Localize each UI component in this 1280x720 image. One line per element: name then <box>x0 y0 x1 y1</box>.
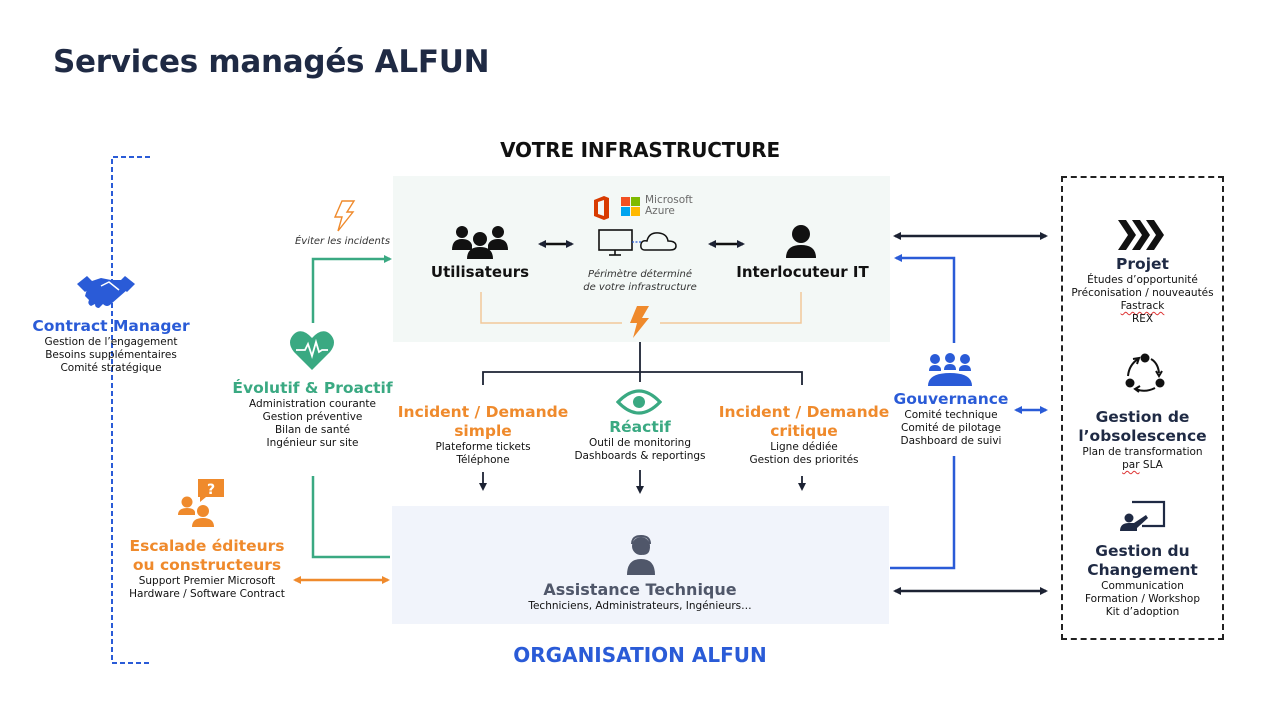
perimeter-note: Périmètre déterminé de votre infrastruct… <box>560 268 720 294</box>
headset-agent-icon <box>625 534 657 575</box>
governance-up-arrow <box>894 254 956 343</box>
project-line: REX <box>1131 313 1154 325</box>
escalation-line: Support Premier Microsoft <box>138 575 276 587</box>
change-line: Formation / Workshop <box>1084 593 1200 605</box>
office-logo-icon <box>591 196 611 220</box>
contract-manager-title: Contract Manager <box>32 317 190 335</box>
escalation-title-line2: ou constructeurs <box>132 556 282 574</box>
governance-line: Comité technique <box>904 409 998 421</box>
project-line: Préconisation / nouveautés <box>1071 287 1214 299</box>
project-block: Projet Études d’opportunité Préconisatio… <box>1063 255 1222 326</box>
proactive-line: Gestion préventive <box>262 411 363 423</box>
svg-text:?: ? <box>207 482 215 498</box>
project-line: Fastrack <box>1120 300 1165 312</box>
change-title-line1: Gestion du <box>1095 542 1190 560</box>
proactive-down-line <box>311 476 390 559</box>
proactive-line: Bilan de santé <box>274 424 351 436</box>
infrastructure-title: VOTRE INFRASTRUCTURE <box>500 138 780 162</box>
governance-line: Dashboard de suivi <box>900 435 1002 447</box>
azure-label: Azure <box>645 205 675 217</box>
contract-manager-line: Gestion de l’engagement <box>44 336 178 348</box>
chevrons-icon <box>1118 220 1166 250</box>
governance-title: Gouvernance <box>893 390 1009 408</box>
obsolescence-block: Gestion de l’obsolescence Plan de transf… <box>1063 408 1222 472</box>
reactive-line: Outil de monitoring <box>589 437 691 449</box>
contract-manager-line: Comité stratégique <box>60 362 162 374</box>
change-title-line2: Changement <box>1087 561 1198 579</box>
proactive-up-arrow <box>311 255 392 323</box>
avoid-incidents-note: Éviter les incidents <box>294 236 391 247</box>
obsolescence-line-prefix: par <box>1122 459 1140 471</box>
incident-simple-line: Téléphone <box>456 454 510 466</box>
reactive-title: Réactif <box>609 418 671 436</box>
microsoft-azure-label: Microsoft Azure <box>645 195 693 217</box>
proactive-line: Ingénieur sur site <box>266 437 359 449</box>
heart-pulse-icon <box>290 330 334 370</box>
monitor-cloud-icon <box>598 229 684 259</box>
obsolescence-title-line1: Gestion de <box>1095 408 1190 426</box>
incident-critical-line: Ligne dédiée <box>770 441 838 453</box>
page-title: Services managés ALFUN <box>53 44 490 80</box>
change-line: Communication <box>1101 580 1184 592</box>
obsolescence-line-2: par SLA <box>1063 459 1222 472</box>
governance-line: Comité de pilotage <box>901 422 1001 434</box>
project-line: Études d’opportunité <box>1087 274 1198 286</box>
eye-icon <box>615 388 663 416</box>
incident-critical-block: Incident / Demande critique Ligne dédiée… <box>712 403 896 467</box>
lightning-outline-icon <box>332 200 356 232</box>
users-icon <box>451 223 509 263</box>
proactive-line: Administration courante <box>248 398 376 410</box>
incident-simple-line: Plateforme tickets <box>435 441 531 453</box>
microsoft-label: Microsoft <box>645 194 693 206</box>
reactive-line: Dashboards & reportings <box>574 450 706 462</box>
proactive-title: Évolutif & Proactif <box>232 379 393 397</box>
incident-simple-block: Incident / Demande simple Plateforme tic… <box>393 403 573 467</box>
obsolescence-title-line2: l’obsolescence <box>1078 427 1207 445</box>
obsolescence-line-suffix: SLA <box>1139 459 1163 471</box>
incident-simple-title-line2: simple <box>454 422 512 440</box>
incident-critical-title-line2: critique <box>770 422 838 440</box>
governance-block: Gouvernance Comité technique Comité de p… <box>880 390 1022 448</box>
it-contact-icon <box>784 224 818 260</box>
tree-branch <box>482 371 803 385</box>
services-panel <box>1061 176 1224 640</box>
perimeter-note-line2: de votre infrastructure <box>583 282 697 293</box>
proactive-block: Évolutif & Proactif Administration coura… <box>225 379 400 450</box>
assistance-subtitle: Techniciens, Administrateurs, Ingénieurs… <box>528 600 752 612</box>
it-contact-label: Interlocuteur IT <box>736 263 869 281</box>
assistance-title: Assistance Technique <box>543 580 737 599</box>
assistance-block: Assistance Technique Techniciens, Admini… <box>440 580 840 613</box>
handshake-icon <box>75 274 137 312</box>
change-block: Gestion du Changement Communication Form… <box>1063 542 1222 619</box>
contract-manager-block: Contract Manager Gestion de l’engagement… <box>22 317 200 375</box>
reactive-block: Réactif Outil de monitoring Dashboards &… <box>560 418 720 463</box>
incident-simple-title-line1: Incident / Demande <box>397 403 569 421</box>
users-label: Utilisateurs <box>430 263 530 281</box>
obsolescence-line: Plan de transformation <box>1082 446 1203 458</box>
lightning-icon <box>627 306 651 338</box>
escalation-block: Escalade éditeurs ou constructeurs Suppo… <box>112 537 302 601</box>
support-question-icon: ? <box>178 477 226 529</box>
cycle-icon <box>1124 353 1166 393</box>
change-line: Kit d’adoption <box>1105 606 1180 618</box>
incident-critical-line: Gestion des priorités <box>749 454 859 466</box>
meeting-group-icon <box>927 353 973 387</box>
governance-down-line <box>890 456 956 570</box>
presentation-board-icon <box>1120 500 1166 532</box>
escalation-line: Hardware / Software Contract <box>129 588 285 600</box>
perimeter-note-line1: Périmètre déterminé <box>587 269 693 280</box>
windows-logo-icon <box>621 197 641 217</box>
incident-critical-title-line1: Incident / Demande <box>718 403 890 421</box>
escalation-title-line1: Escalade éditeurs <box>129 537 285 555</box>
project-title: Projet <box>1116 255 1169 273</box>
contract-manager-line: Besoins supplémentaires <box>45 349 177 361</box>
organisation-title: ORGANISATION ALFUN <box>513 643 767 667</box>
